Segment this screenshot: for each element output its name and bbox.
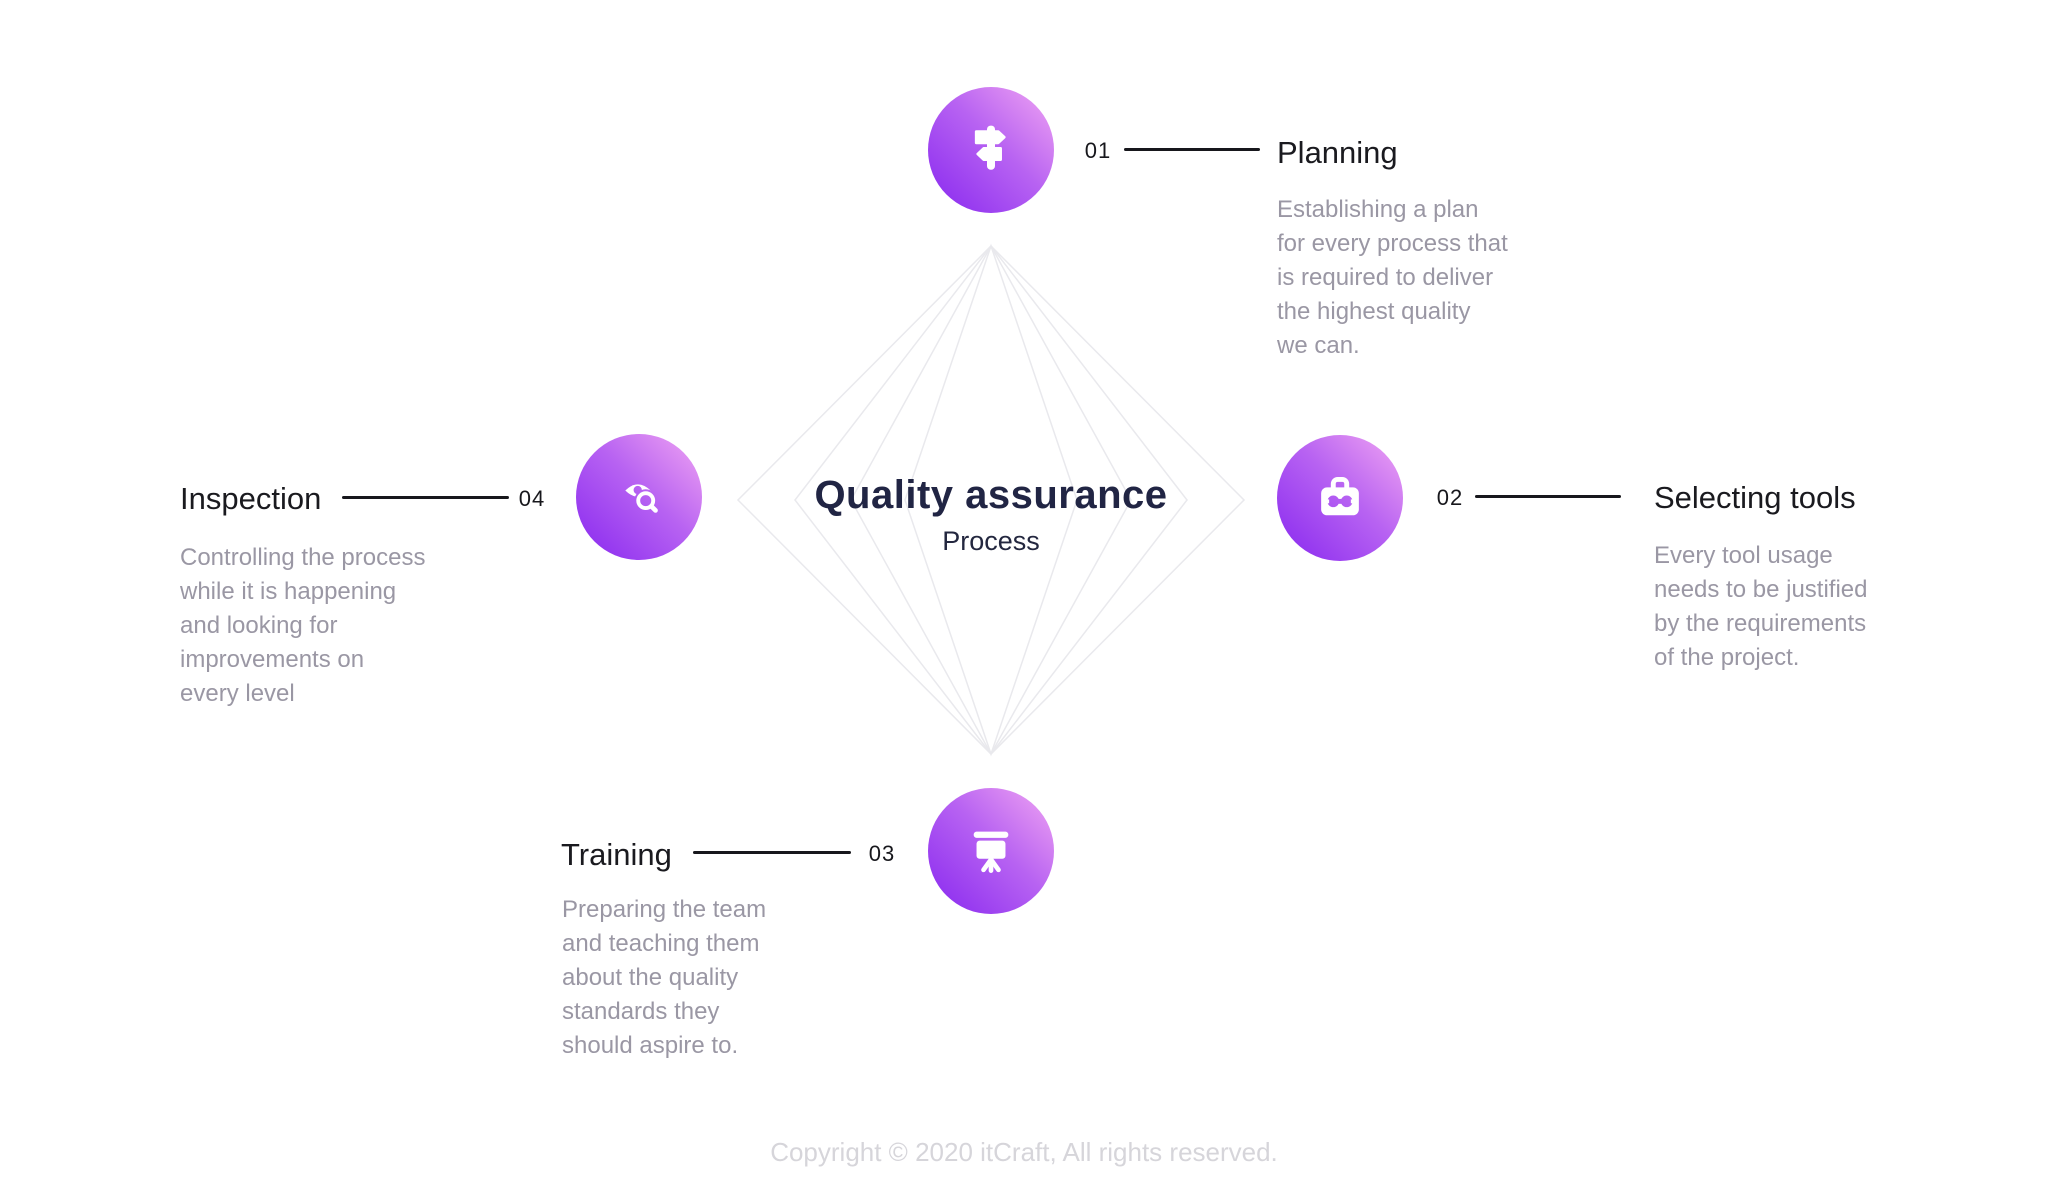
step-description-planning: Establishing a plan for every process th… xyxy=(1277,196,1508,359)
center-label: Quality assurance Process xyxy=(731,472,1251,556)
eye-magnifier-icon xyxy=(608,466,670,528)
step-title-selecting-tools: Selecting tools xyxy=(1654,480,1856,515)
step-description-training: Preparing the team and teaching them abo… xyxy=(562,896,767,1059)
training-icon-circle xyxy=(928,788,1054,914)
step-number-selecting-tools: 02 xyxy=(1436,485,1464,510)
step-number-planning: 01 xyxy=(1084,138,1112,163)
footer-copyright: Copyright © 2020 itCraft, All rights res… xyxy=(770,1137,1278,1167)
connector-line-training xyxy=(693,851,851,854)
inspection-icon-circle xyxy=(576,434,702,560)
step-title-training: Training xyxy=(561,837,672,872)
selecting-tools-icon-circle xyxy=(1277,435,1403,561)
step-description-inspection: Controlling the process while it is happ… xyxy=(180,544,426,707)
step-number-training: 03 xyxy=(868,841,896,866)
connector-line-selecting-tools xyxy=(1475,495,1621,498)
step-description-selecting-tools: Every tool usage needs to be justified b… xyxy=(1654,542,1868,671)
signpost-icon xyxy=(974,125,1006,170)
step-title-planning: Planning xyxy=(1277,135,1398,170)
center-title: Quality assurance xyxy=(814,473,1168,517)
connector-line-inspection xyxy=(342,496,509,499)
step-number-inspection: 04 xyxy=(518,486,546,511)
step-title-inspection: Inspection xyxy=(180,481,322,516)
toolbox-wrench-icon xyxy=(1309,467,1371,529)
planning-icon-circle xyxy=(928,87,1054,213)
center-subtitle: Process xyxy=(942,526,1040,556)
connector-line-planning xyxy=(1124,148,1260,151)
presentation-board-icon xyxy=(973,831,1009,873)
diamond-outlines xyxy=(736,243,1246,757)
diamond-outline-4 xyxy=(904,243,1078,757)
